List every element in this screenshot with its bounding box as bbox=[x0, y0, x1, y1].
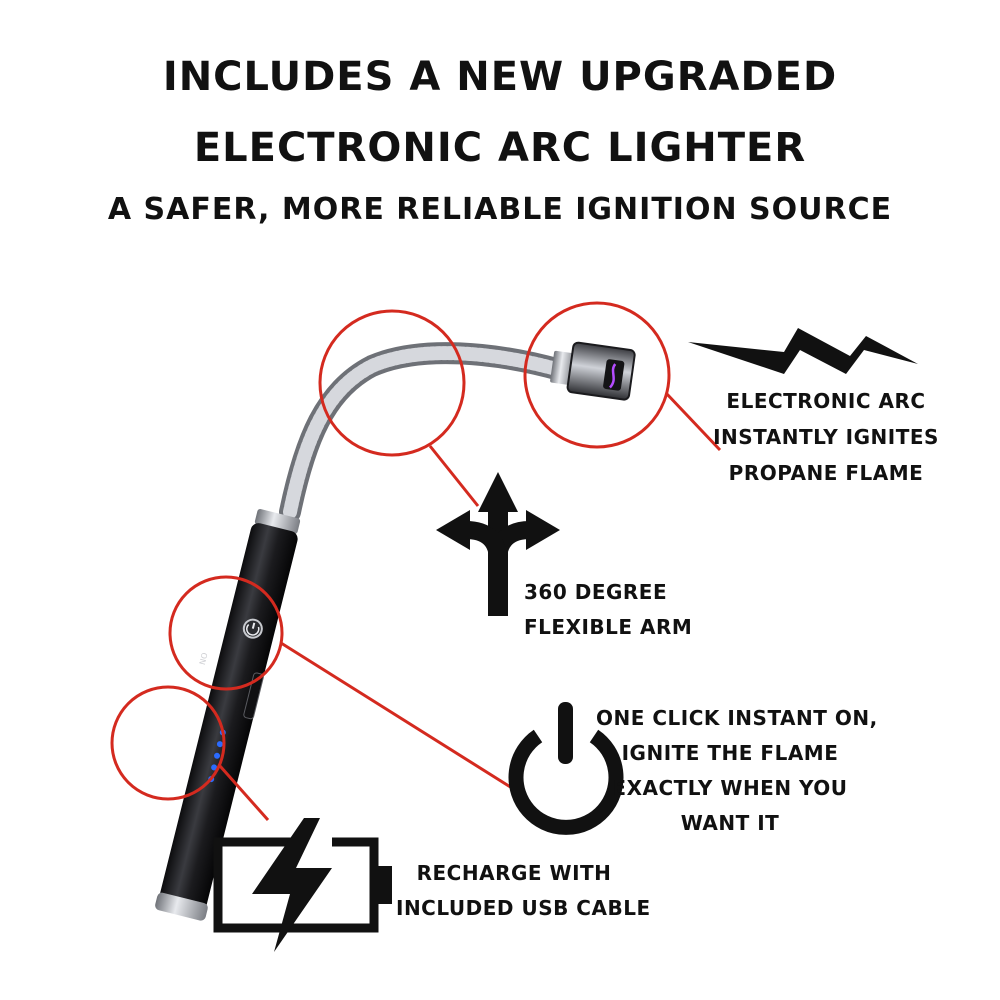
power-callout-line-3: exactly when you bbox=[612, 776, 848, 800]
headline-line-1: Includes a new upgraded bbox=[162, 54, 838, 100]
subheadline: A safer, more reliable ignition source bbox=[107, 192, 893, 227]
callout-circle-neck bbox=[318, 309, 466, 457]
charge-callout-line-1: Recharge with bbox=[416, 861, 612, 885]
arc-callout-line-3: propane flame bbox=[728, 461, 924, 485]
arc-callout-line-1: Electronic arc bbox=[726, 389, 926, 413]
lightning-bolt-icon bbox=[688, 328, 918, 374]
lighter-head bbox=[550, 341, 636, 401]
callout-markers bbox=[110, 301, 671, 801]
arm-callout-line-1: 360 degree bbox=[524, 580, 668, 604]
callout-circle-button bbox=[168, 575, 284, 691]
charge-callout-line-2: included USB cable bbox=[396, 896, 651, 920]
switch-label: ON bbox=[197, 652, 209, 666]
headline-line-2: electronic arc lighter bbox=[193, 125, 807, 171]
flexible-neck bbox=[279, 342, 571, 523]
callout-circle-head bbox=[523, 301, 671, 449]
power-callout-line-4: want it bbox=[680, 811, 780, 835]
callout-lines bbox=[218, 391, 722, 821]
arc-callout-line-2: instantly ignites bbox=[713, 425, 939, 449]
callout-circle-leds bbox=[110, 685, 226, 801]
arm-callout-line-2: flexible arm bbox=[524, 615, 693, 639]
direction-arrows-icon bbox=[436, 472, 560, 616]
power-callout-line-2: ignite the flame bbox=[621, 741, 839, 765]
power-icon bbox=[508, 702, 624, 835]
charging-battery-icon bbox=[213, 818, 392, 952]
power-callout-line-1: One click instant on, bbox=[596, 706, 878, 730]
